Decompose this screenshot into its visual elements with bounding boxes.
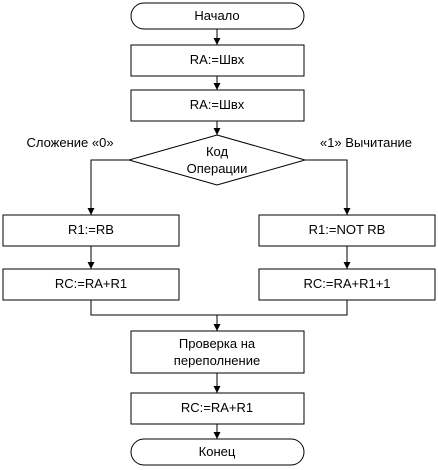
- step2-label: RA:=Швх: [189, 97, 245, 112]
- decision-label-line2: Операции: [186, 161, 248, 176]
- arrow-decision-right: [305, 159, 351, 215]
- line-right-merge: [217, 300, 348, 316]
- left-step1-label: R1:=RB: [68, 222, 114, 237]
- right-step1-label: R1:=NOT RB: [308, 222, 386, 237]
- check-label-line1: Проверка на: [178, 336, 256, 351]
- arrow-decision-left: [87, 159, 129, 215]
- check-label-line2: переполнение: [173, 353, 261, 368]
- right-step2-label: RC:=RA+R1+1: [303, 276, 391, 291]
- start-label: Начало: [194, 8, 240, 23]
- line-left-merge: [90, 300, 217, 316]
- end-label: Конец: [198, 444, 236, 459]
- left-step2-label: RC:=RA+R1: [54, 276, 128, 291]
- branch-left-label: Сложение «0»: [26, 135, 114, 150]
- decision-label-line1: Код: [205, 144, 229, 159]
- step1-label: RA:=Швх: [189, 52, 245, 67]
- branch-right-label: «1» Вычитание: [319, 135, 413, 150]
- operation-code-decision: [127, 134, 307, 186]
- final-step-label: RC:=RA+R1: [180, 400, 254, 415]
